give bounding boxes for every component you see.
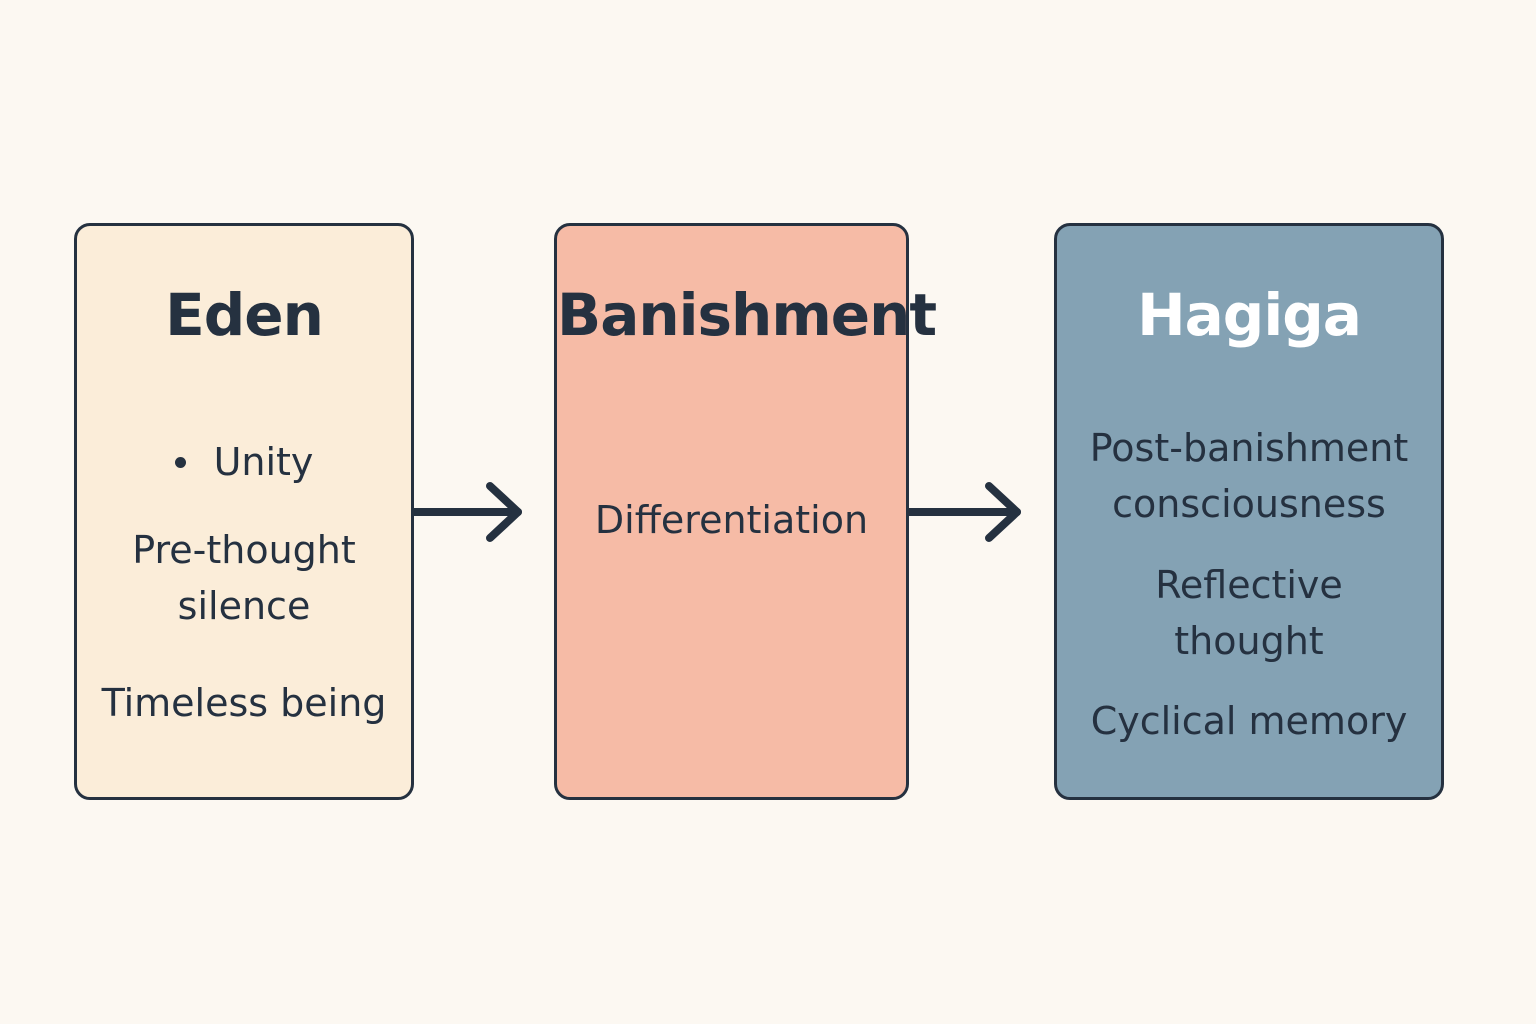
stage-title-banishment: Banishment [557,281,937,349]
stage-banishment: Banishment Differentiation [554,223,937,800]
stage-title-hagiga: Hagiga [1137,281,1362,349]
arrow-right-icon [909,482,1021,542]
hagiga-item-line: Post-banishment [1089,426,1409,470]
stage-title-eden: Eden [165,281,324,349]
eden-item-unity: Unity [77,434,411,490]
eden-item-line: Timeless being [101,681,387,725]
eden-item-unity-label: Unity [213,440,314,484]
hagiga-item-line: Reflective [1155,563,1343,607]
hagiga-item-line: thought [1174,619,1324,663]
stage-hagiga: Hagiga Post-banishment consciousness Ref… [1054,223,1444,800]
bullet-icon [174,456,186,468]
hagiga-item-line: Cyclical memory [1090,699,1408,743]
banishment-item-line: Differentiation [594,498,869,542]
eden-item-line: silence [177,584,311,628]
hagiga-item-line: consciousness [1112,482,1386,526]
eden-item-line: Pre-thought [132,528,356,572]
stage-eden: Eden Unity Pre-thought silence Timeless … [74,223,414,800]
arrow-right-icon [414,482,522,542]
